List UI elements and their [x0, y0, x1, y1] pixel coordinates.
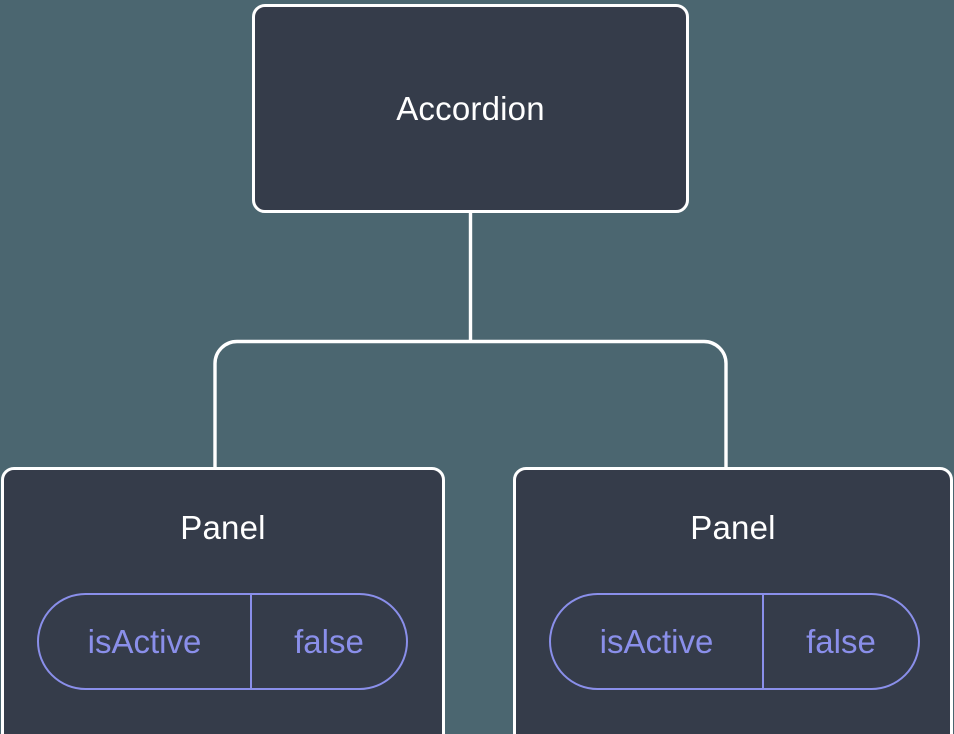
prop-pill-body: isActive false [549, 593, 920, 690]
prop-value-isactive: false [294, 623, 364, 660]
prop-key-isactive: isActive [39, 595, 253, 688]
edge-root-to-panel-right [470, 339, 728, 469]
edge-root-to-panel-left [213, 339, 471, 469]
node-panel-right-label: Panel [690, 509, 776, 546]
prop-pill-panel-right[interactable]: isActive false [549, 593, 920, 690]
node-panel-left-label: Panel [180, 509, 266, 546]
node-accordion[interactable]: Accordion [252, 4, 689, 213]
prop-value-isactive: false [806, 623, 876, 660]
prop-pill-body: isActive false [37, 593, 408, 690]
prop-key-isactive: isActive [551, 595, 765, 688]
node-accordion-label: Accordion [396, 90, 545, 127]
prop-pill-panel-left[interactable]: isActive false [37, 593, 408, 690]
